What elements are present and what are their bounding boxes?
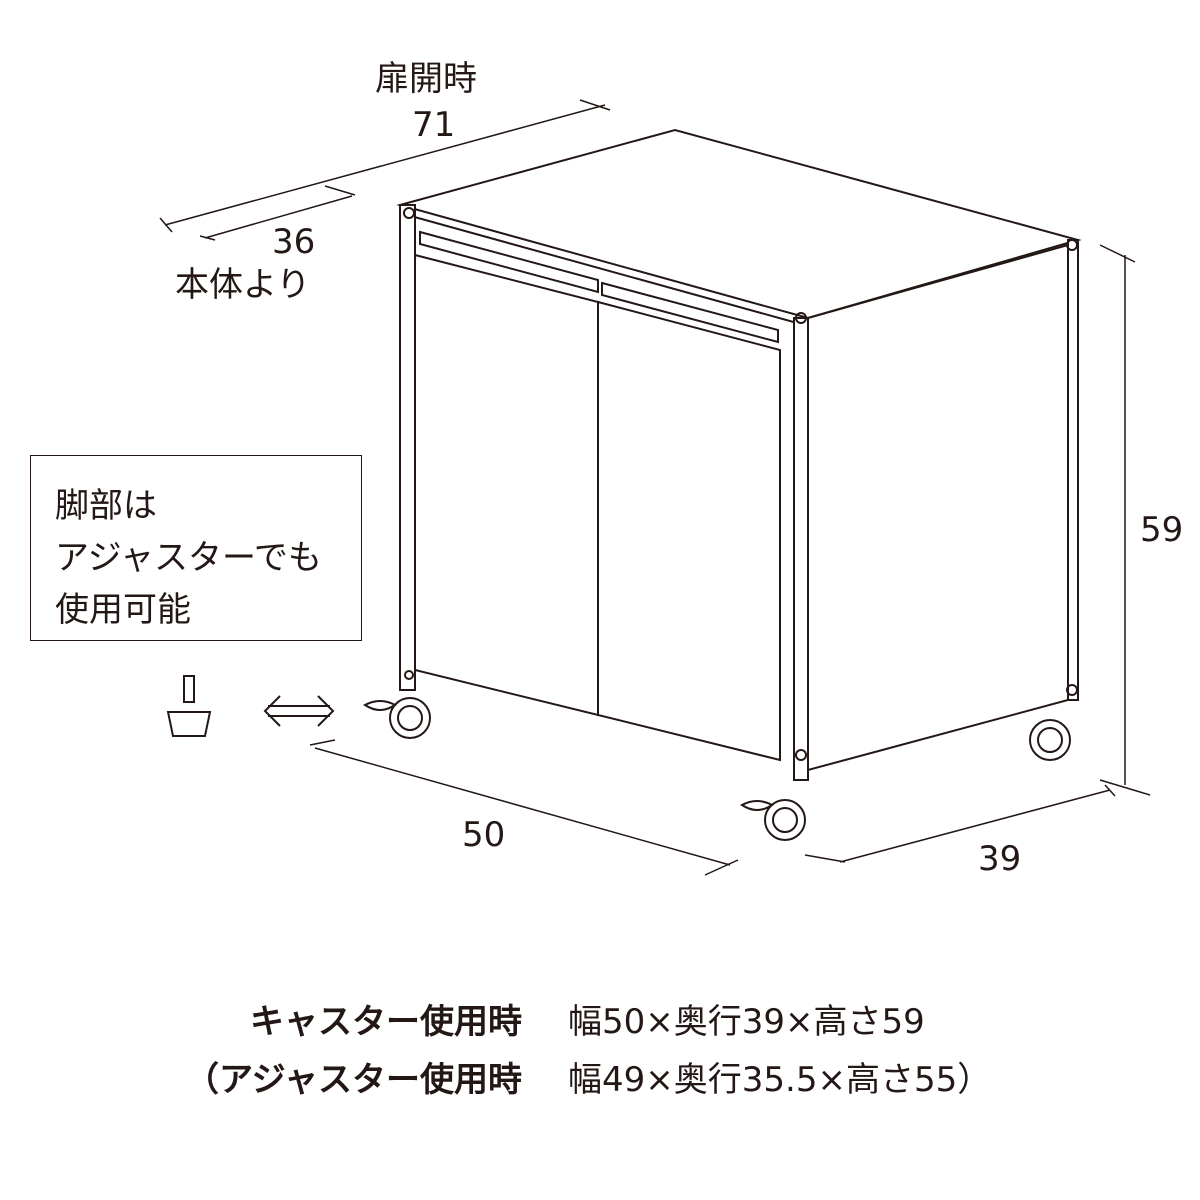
casters [363, 697, 1071, 841]
note-line: アジャスターでも [55, 538, 322, 578]
height-dimension: 59 [1140, 510, 1184, 550]
adjuster-note-box: 脚部は アジャスターでも 使用可能 [30, 455, 362, 641]
spec-value-caster: 幅50×奥行39×高さ59 [568, 1002, 925, 1042]
from-body-value: 36 [272, 222, 316, 262]
spec-label-adjuster: （アジャスター使用時 [185, 1060, 522, 1100]
door-open-label: 扉開時 [375, 59, 477, 99]
door-open-width: 71 [412, 105, 456, 145]
width-dimension: 50 [462, 815, 506, 855]
cabinet-body [396, 128, 1082, 781]
adjuster-foot [166, 675, 212, 737]
from-body-label: 本体より [175, 265, 311, 305]
note-line: 脚部は [55, 486, 157, 526]
dimension-lines [159, 99, 1151, 876]
spec-label-caster: キャスター使用時 [250, 1002, 522, 1042]
note-line: 使用可能 [55, 590, 191, 630]
swap-arrow-icon [263, 695, 335, 727]
depth-dimension: 39 [978, 839, 1022, 879]
spec-value-adjuster: 幅49×奥行35.5×高さ55） [568, 1060, 992, 1100]
